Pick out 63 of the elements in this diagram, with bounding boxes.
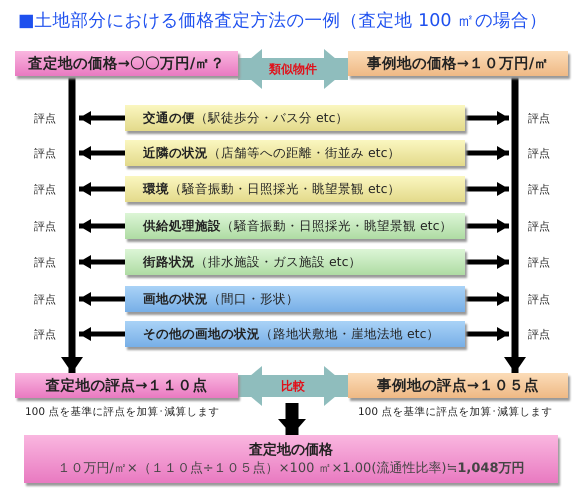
arrow bbox=[79, 146, 125, 160]
arrow bbox=[465, 182, 509, 196]
score-label: 評点 bbox=[34, 327, 56, 342]
arrow bbox=[465, 146, 509, 160]
box-label: 事例地の価格→１０万円/㎡ bbox=[366, 54, 550, 73]
title: ■土地部分における価格査定方法の一例（査定地 100 ㎡の場合） bbox=[18, 10, 548, 32]
arrow bbox=[79, 255, 125, 269]
note-text: 100 点を基準に評点を加算･減算します bbox=[358, 405, 552, 419]
arrow bbox=[465, 327, 509, 341]
arrow bbox=[79, 327, 125, 341]
price-box bbox=[348, 51, 568, 76]
double-arrow bbox=[238, 366, 348, 406]
arrow bbox=[79, 292, 125, 306]
score-label: 評点 bbox=[528, 219, 550, 234]
factor-box bbox=[125, 321, 465, 347]
box-label: その他の画地の状況（路地状敷地・崖地法地 etc） bbox=[143, 326, 440, 342]
factor-box bbox=[125, 286, 465, 312]
formula-text: １０万円/㎡×（１１０点÷１０５点）×100 ㎡×1.00(流通性比率)≒1,048万円 bbox=[57, 460, 524, 477]
score-label: 評点 bbox=[528, 327, 550, 342]
score-label: 評点 bbox=[34, 219, 56, 234]
arrow bbox=[61, 76, 83, 373]
arrow bbox=[79, 219, 125, 233]
box-label: 近隣の状況（店舗等への距離・街並み etc） bbox=[143, 144, 400, 162]
arrow bbox=[465, 219, 509, 233]
score-label: 評点 bbox=[34, 111, 56, 126]
price-box bbox=[348, 373, 568, 398]
score-label: 評点 bbox=[528, 111, 550, 126]
score-label: 評点 bbox=[528, 292, 550, 307]
price-box bbox=[15, 51, 238, 76]
note-text: 100 点を基準に評点を加算･減算します bbox=[25, 405, 220, 419]
edge-label: 類似物件 bbox=[267, 62, 319, 76]
factor-box bbox=[125, 105, 465, 131]
score-label: 評点 bbox=[528, 182, 550, 197]
box-label: 街路状況（排水施設・ガス施設 etc） bbox=[143, 254, 362, 270]
arrow bbox=[465, 292, 509, 306]
box-label: 査定地の評点→１１０点 bbox=[45, 376, 208, 395]
arrow bbox=[79, 182, 125, 196]
box-label: 供給処理施設（騒音振動・日照採光・眺望景観 etc） bbox=[143, 218, 452, 234]
arrow bbox=[465, 111, 509, 125]
score-label: 評点 bbox=[528, 146, 550, 161]
box-label: 環境（騒音振動・日照採光・眺望景観 etc） bbox=[143, 180, 400, 198]
arrow bbox=[465, 255, 509, 269]
factor-box bbox=[125, 249, 465, 275]
factor-box bbox=[125, 176, 465, 202]
arrow bbox=[504, 76, 526, 373]
result-box bbox=[24, 435, 558, 483]
score-label: 評点 bbox=[34, 182, 56, 197]
arrow bbox=[278, 403, 306, 435]
box-label: 事例地の評点→１０５点 bbox=[376, 376, 540, 395]
double-arrow bbox=[238, 49, 348, 89]
box-label: 交通の便（駅徒歩分・バス分 etc） bbox=[143, 110, 348, 126]
arrow bbox=[79, 111, 125, 125]
score-label: 評点 bbox=[528, 255, 550, 270]
factor-box bbox=[125, 140, 465, 166]
score-label: 評点 bbox=[34, 146, 56, 161]
score-label: 評点 bbox=[34, 292, 56, 307]
box-label: 査定地の価格→〇〇万円/㎡？ bbox=[28, 54, 226, 73]
price-box bbox=[15, 373, 238, 398]
edge-label: 比較 bbox=[279, 379, 307, 393]
factor-box bbox=[125, 213, 465, 239]
box-label: 査定地の価格 bbox=[249, 441, 333, 459]
score-label: 評点 bbox=[34, 255, 56, 270]
box-label: 画地の状況（間口・形状） bbox=[143, 290, 299, 308]
